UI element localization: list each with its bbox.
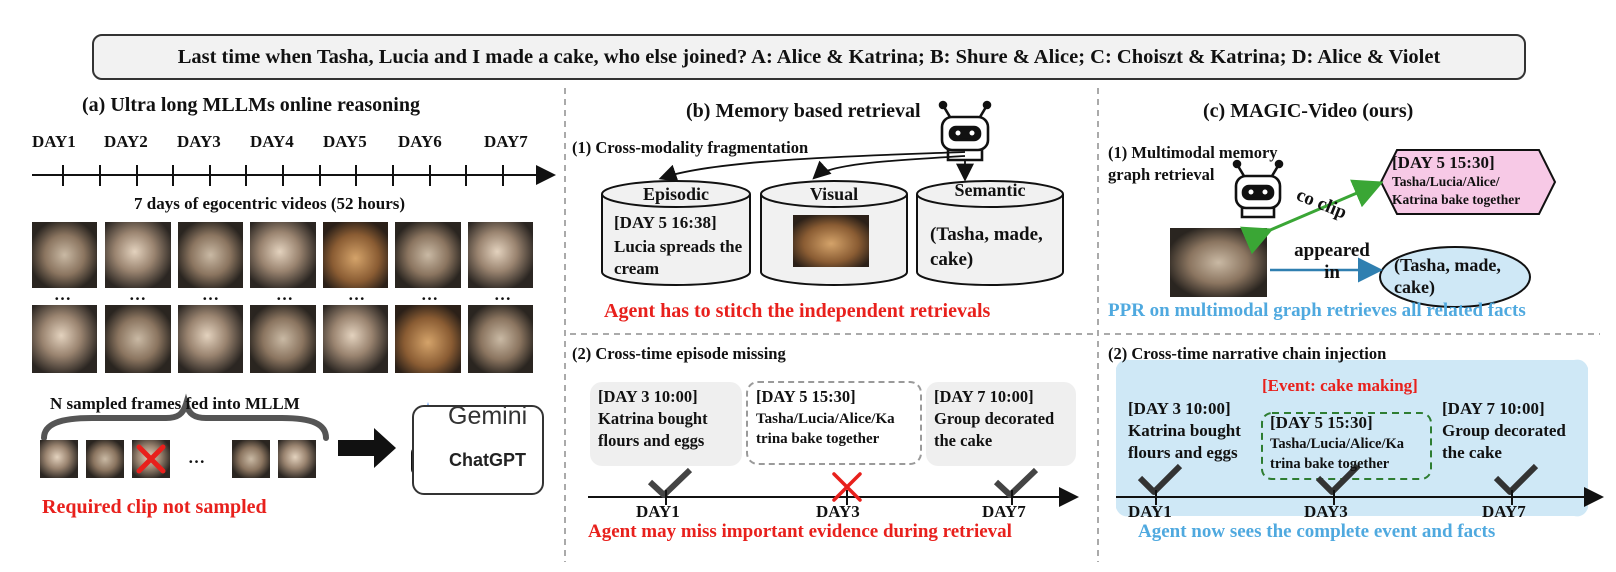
event-time: [DAY 7 10:00]	[934, 387, 1034, 406]
day-label-1: DAY1	[32, 132, 76, 151]
panel-c-section1: (1) Multimodal memory graph retrieval	[1108, 143, 1278, 184]
event-text: Tasha/Lucia/Alice/Ka trina bake together	[756, 411, 895, 447]
videos-label: 7 days of egocentric videos (52 hours)	[134, 194, 406, 213]
panel-b-section2: (2) Cross-time episode missing	[572, 344, 786, 363]
ellipsis: …	[129, 285, 146, 304]
event-time: [DAY 5 15:30]	[1270, 413, 1373, 432]
event-card-day3: [DAY 3 10:00] Katrina bought flours and …	[590, 382, 742, 466]
semantic-store	[916, 180, 1064, 286]
panel-c-section2: (2) Cross-time narrative chain injection	[1108, 344, 1387, 363]
question-box: Last time when Tasha, Lucia and I made a…	[92, 34, 1526, 80]
chatgpt-label: ChatGPT	[449, 450, 527, 470]
axis-b-day1: DAY1	[636, 502, 680, 521]
event-time: [DAY 5 15:30]	[756, 387, 856, 406]
event-text: Katrina bought flours and eggs	[598, 409, 708, 450]
event-node-time: [DAY 5 15:30]	[1392, 153, 1495, 172]
gemini-label: Gemini	[448, 402, 528, 430]
ellipsis: …	[54, 285, 71, 304]
stitch-warning: Agent has to stitch the independent retr…	[604, 300, 991, 322]
event-card-day5-missing: [DAY 5 15:30] Tasha/Lucia/Alice/Ka trina…	[746, 381, 922, 465]
ellipsis: …	[348, 285, 365, 304]
not-sampled-warning: Required clip not sampled	[42, 496, 267, 518]
ellipsis: …	[188, 448, 205, 467]
checkmark-icon	[647, 467, 1039, 498]
event-text: Katrina bought flours and eggs	[1128, 421, 1241, 462]
day-label-3: DAY3	[177, 132, 221, 151]
ppr-note: PPR on multimodal graph retrieves all re…	[1108, 300, 1526, 321]
event-tag: [Event: cake making]	[1262, 376, 1418, 395]
episodic-label: Episodic	[642, 184, 710, 204]
models-box	[412, 405, 544, 495]
sampled-frames-brace	[41, 393, 329, 441]
arrow-to-episodic	[658, 151, 966, 182]
ellipsis: …	[202, 285, 219, 304]
panel-b-title: (b) Memory based retrieval	[686, 100, 921, 122]
narrative-scroll	[1116, 359, 1588, 517]
panel-b-section1: (1) Cross-modality fragmentation	[572, 138, 809, 157]
axis-c-day7: DAY7	[1482, 502, 1526, 521]
axis-b-day3: DAY3	[816, 502, 860, 521]
panel-a-title: (a) Ultra long MLLMs online reasoning	[82, 94, 420, 116]
axis-c-day3: DAY3	[1304, 502, 1348, 521]
checkmark-icon	[1137, 463, 1539, 495]
coclip-edge	[1240, 179, 1384, 255]
event-time: [DAY 7 10:00]	[1442, 399, 1545, 418]
panel-a-timeline-ticks	[62, 165, 504, 186]
episodic-text: Lucia spreads the cream	[614, 237, 743, 278]
day-label-6: DAY6	[398, 132, 442, 151]
appeared-in-label: appeared in	[1294, 240, 1370, 283]
video-clip-node	[1170, 228, 1267, 297]
day-label-7: DAY7	[484, 132, 528, 151]
day-label-2: DAY2	[104, 132, 148, 151]
ellipsis: …	[494, 285, 511, 304]
panel-c-title: (c) MAGIC-Video (ours)	[1203, 100, 1414, 122]
event-card-day7: [DAY 7 10:00] Group decorated the cake	[926, 382, 1076, 466]
arrow-right-icon	[338, 428, 396, 468]
semantic-text: (Tasha, made, cake)	[930, 224, 1043, 270]
ellipsis: …	[276, 285, 293, 304]
narrative-event-day3: [DAY 3 10:00] Katrina bought flours and …	[1128, 398, 1258, 464]
narrative-event-day7: [DAY 7 10:00] Group decorated the cake	[1442, 398, 1582, 464]
event-node-text: Tasha/Lucia/Alice/ Katrina bake together	[1392, 174, 1521, 207]
complete-event-note: Agent now sees the complete event and fa…	[1138, 521, 1496, 542]
semantic-label: Semantic	[954, 180, 1026, 200]
event-text: Tasha/Lucia/Alice/Ka trina bake together	[1270, 436, 1405, 472]
not-sampled-cross-icon	[136, 444, 166, 474]
episodic-time: [DAY 5 16:38]	[614, 213, 717, 232]
day-label-4: DAY4	[250, 132, 294, 151]
visual-label: Visual	[809, 184, 859, 204]
narrative-event-day5: [DAY 5 15:30] Tasha/Lucia/Alice/Ka trina…	[1270, 412, 1430, 474]
sampled-frames	[40, 440, 316, 478]
episodic-store	[601, 180, 751, 286]
event-text: Group decorated the cake	[934, 409, 1055, 450]
axis-c-day1: DAY1	[1128, 502, 1172, 521]
event-text: Group decorated the cake	[1442, 421, 1566, 462]
arrow-to-visual	[812, 155, 966, 180]
ellipsis: …	[421, 285, 438, 304]
visual-store	[760, 180, 908, 286]
event-node: [DAY 5 15:30] Tasha/Lucia/Alice/ Katrina…	[1392, 153, 1552, 209]
entity-node: (Tasha, made, cake)	[1394, 255, 1501, 297]
axis-b-day7: DAY7	[982, 502, 1026, 521]
day-label-5: DAY5	[323, 132, 367, 151]
miss-evidence-warning: Agent may miss important evidence during…	[588, 521, 1012, 542]
video-thumbnail-grid	[32, 222, 533, 373]
robot-icon-b	[938, 100, 992, 162]
event-time: [DAY 3 10:00]	[598, 387, 698, 406]
missed-cross-icon	[832, 472, 862, 502]
event-time: [DAY 3 10:00]	[1128, 399, 1231, 418]
sampled-label: N sampled frames fed into MLLM	[50, 394, 300, 413]
